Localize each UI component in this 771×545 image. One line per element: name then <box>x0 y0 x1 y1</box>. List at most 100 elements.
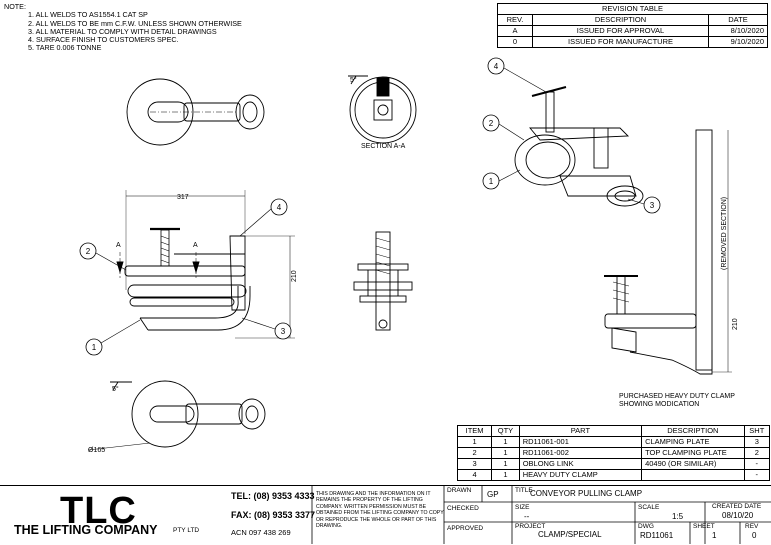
approved-label: APPROVED <box>447 525 484 532</box>
parts-sht-cell: 3 <box>743 436 771 448</box>
created-date-label: CREATED DATE <box>712 503 762 510</box>
parts-description-cell <box>641 469 745 481</box>
removed-section-label: (REMOVED SECTION) <box>721 197 728 270</box>
angle-label-bottom: 5° <box>112 385 119 393</box>
revision-row: 0 ISSUED FOR MANUFACTURE 9/10/2020 <box>497 36 768 48</box>
checked-label: CHECKED <box>447 505 479 512</box>
parts-qty-cell: 1 <box>491 436 520 448</box>
scale-value: 1:5 <box>672 512 684 521</box>
size-value: -- <box>524 512 530 521</box>
general-notes: NOTE: 1. ALL WELDS TO AS1554.1 CAT SP 2.… <box>4 2 242 53</box>
notes-header: NOTE: <box>4 2 26 11</box>
balloon-4 <box>270 198 288 216</box>
parts-sht-cell: - <box>743 458 771 470</box>
company-name: THE LIFTING COMPANY <box>14 523 158 537</box>
title-label: TITLE <box>515 487 533 494</box>
note-2: 2. ALL WELDS TO BE mm C.F.W. UNLESS SHOW… <box>28 18 242 28</box>
drawing-views: 2 4 1 3 4 2 1 3 SECTION A-A 317 A A 5° 5… <box>79 57 739 454</box>
revision-table: REVISION TABLE REV. DESCRIPTION DATE A I… <box>497 3 768 48</box>
balloon-label: 3 <box>281 327 286 336</box>
parts-item-cell: 4 <box>456 469 493 481</box>
dimension-diameter: Ø165 <box>88 447 105 454</box>
balloon-label: 4 <box>494 62 499 71</box>
dwg-number: RD11061 <box>640 531 674 540</box>
parts-row: 1 1 RD11061-001 CLAMPING PLATE 3 <box>456 436 771 448</box>
parts-part-cell: RD11061-001 <box>518 436 643 448</box>
balloon-label: 1 <box>92 343 97 352</box>
section-a-a-view <box>348 75 417 144</box>
parts-description-cell: TOP CLAMPING PLATE <box>641 447 745 459</box>
title-block-grid <box>311 485 771 544</box>
rev-cell: 0 <box>497 36 533 48</box>
project-label: PROJECT <box>515 523 546 530</box>
side-view <box>353 231 413 331</box>
sheave-outline <box>126 78 194 146</box>
company-tel: TEL: (08) 9353 4333 <box>231 491 315 501</box>
section-marker-right: A <box>193 242 198 249</box>
balloon-2-iso <box>482 114 500 132</box>
parts-row: 3 1 OBLONG LINK 40490 (OR SIMILAR) - <box>456 458 771 470</box>
dimension-height-right: 210 <box>732 318 739 330</box>
purchased-note-line1: PURCHASED HEAVY DUTY CLAMP <box>619 393 735 400</box>
dimension-width: 317 <box>177 194 189 201</box>
parts-row: 4 1 HEAVY DUTY CLAMP - <box>456 469 771 481</box>
isometric-view <box>514 86 644 207</box>
company-acn: ACN 097 438 269 <box>231 528 291 537</box>
sheet-value: 1 <box>712 531 717 540</box>
balloon-2 <box>79 242 97 260</box>
parts-header-qty: QTY <box>491 425 520 437</box>
note-5: 5. TARE 0.006 TONNE <box>28 43 102 53</box>
balloon-3 <box>274 322 292 340</box>
drawn-value: GP <box>487 490 499 499</box>
dwg-label: DWG <box>638 523 654 530</box>
parts-sht-cell: - <box>743 469 771 481</box>
parts-qty-cell: 1 <box>491 447 520 459</box>
balloon-label: 3 <box>650 201 655 210</box>
section-marker-left: A <box>116 242 121 249</box>
project-value: CLAMP/SPECIAL <box>538 530 602 539</box>
parts-row: 2 1 RD11061-002 TOP CLAMPING PLATE 2 <box>456 447 771 459</box>
sheet-label: SHEET <box>693 523 715 530</box>
parts-item-cell: 2 <box>456 447 493 459</box>
company-fax: FAX: (08) 9353 3377 <box>231 510 316 520</box>
balloon-label: 2 <box>489 119 494 128</box>
top-view <box>126 78 265 146</box>
drawing-title: CONVEYOR PULLING CLAMP <box>530 489 643 498</box>
parts-part-cell: HEAVY DUTY CLAMP <box>518 469 643 481</box>
parts-list-table: ITEM QTY PART DESCRIPTION SHT 1 1 RD1106… <box>456 425 771 481</box>
parts-description-cell: CLAMPING PLATE <box>641 436 745 448</box>
angle-label: 5° <box>350 76 357 84</box>
disclaimer-text: THIS DRAWING AND THE INFORMATION ON IT R… <box>316 491 444 530</box>
purchased-note-line2: SHOWING MODICATION <box>619 401 699 408</box>
parts-part-cell: RD11061-002 <box>518 447 643 459</box>
rev-value: 0 <box>752 531 757 540</box>
note-3: 3. ALL MATERIAL TO COMPLY WITH DETAIL DR… <box>28 26 217 36</box>
balloon-3-iso <box>643 196 661 214</box>
section-a-a-label: SECTION A-A <box>361 143 406 150</box>
balloon-label: 1 <box>489 177 494 186</box>
parts-sht-cell: 2 <box>743 447 771 459</box>
dimension-height: 210 <box>291 270 298 282</box>
balloon-label: 2 <box>86 247 91 256</box>
parts-qty-cell: 1 <box>491 458 520 470</box>
bottom-view <box>87 380 266 451</box>
parts-item-cell: 3 <box>456 458 493 470</box>
parts-header-description: DESCRIPTION <box>641 425 745 437</box>
removed-section-view <box>604 129 732 375</box>
rev-label: REV <box>745 523 759 530</box>
parts-item-cell: 1 <box>456 436 493 448</box>
note-4: 4. SURFACE FINISH TO CUSTOMERS SPEC. <box>28 35 179 45</box>
parts-header-item: ITEM <box>456 425 493 437</box>
created-date-value: 08/10/20 <box>722 511 754 520</box>
front-view <box>116 190 295 339</box>
company-logo: TLC <box>60 490 137 532</box>
company-pty: PTY LTD <box>173 527 200 534</box>
parts-qty-cell: 1 <box>491 469 520 481</box>
parts-part-cell: OBLONG LINK <box>518 458 643 470</box>
scale-label: SCALE <box>638 504 660 511</box>
drawn-label: DRAWN <box>447 487 472 494</box>
parts-header-sht: SHT <box>743 425 771 437</box>
balloon-1 <box>85 338 103 356</box>
rev-date-cell: 9/10/2020 <box>708 36 768 48</box>
size-label: SIZE <box>515 504 530 511</box>
